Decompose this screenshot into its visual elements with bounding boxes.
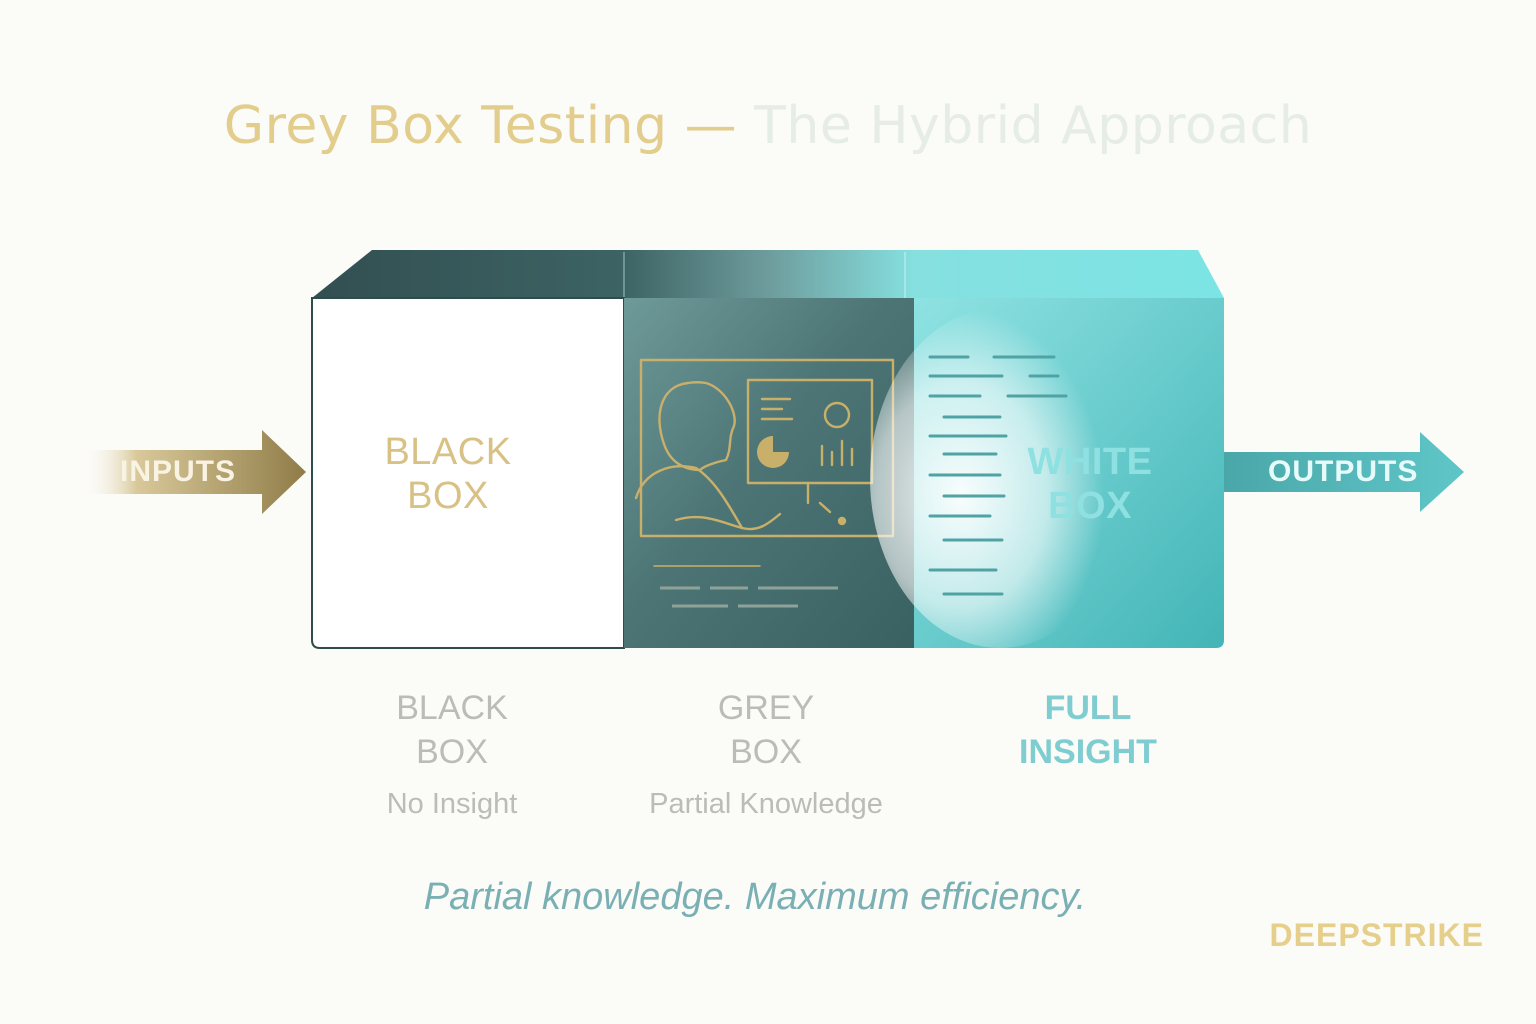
grey-box-panel [624,298,914,648]
outputs-label: OUTPUTS [1268,455,1419,488]
outputs-arrow [1224,432,1464,512]
box-top-face [312,250,1224,298]
caption-white-box: FULL INSIGHT [938,686,1238,774]
white-box-label: WHITE BOX [960,440,1220,528]
caption-grey-line1: GREY [717,689,815,727]
person-at-computer-icon [634,358,895,567]
caption-grey-line2: BOX [730,733,802,771]
caption-black-line2: BOX [416,733,488,771]
caption-black-box: BLACK BOX No Insight [302,686,602,826]
black-box-label: BLACK BOX [318,430,578,518]
inputs-label: INPUTS [120,455,237,488]
grey-box-blurred-text [660,586,838,608]
caption-grey-sub: Partial Knowledge [649,788,883,820]
white-box-label-line2: BOX [1048,485,1132,527]
caption-black-sub: No Insight [386,788,518,820]
caption-white-line2: INSIGHT [1019,733,1157,771]
title-part-1: Grey Box Testing — [223,96,738,156]
page-title: Grey Box Testing — The Hybrid Approach [0,96,1536,156]
caption-white-line1: FULL [1044,689,1132,727]
black-box-label-line2: BOX [407,475,489,517]
black-box-panel [311,297,625,649]
code-lines-icon [928,355,1068,596]
inputs-arrow [80,430,306,514]
tagline: Partial knowledge. Maximum efficiency. [423,876,1087,918]
title-part-2: The Hybrid Approach [737,96,1313,156]
caption-black-line1: BLACK [396,689,508,727]
brand-logo-text: DEEPSTRIKE [1269,917,1484,953]
white-box-label-line1: WHITE [1027,441,1153,483]
caption-grey-box: GREY BOX Partial Knowledge [616,686,916,826]
black-box-label-line1: BLACK [384,431,512,473]
